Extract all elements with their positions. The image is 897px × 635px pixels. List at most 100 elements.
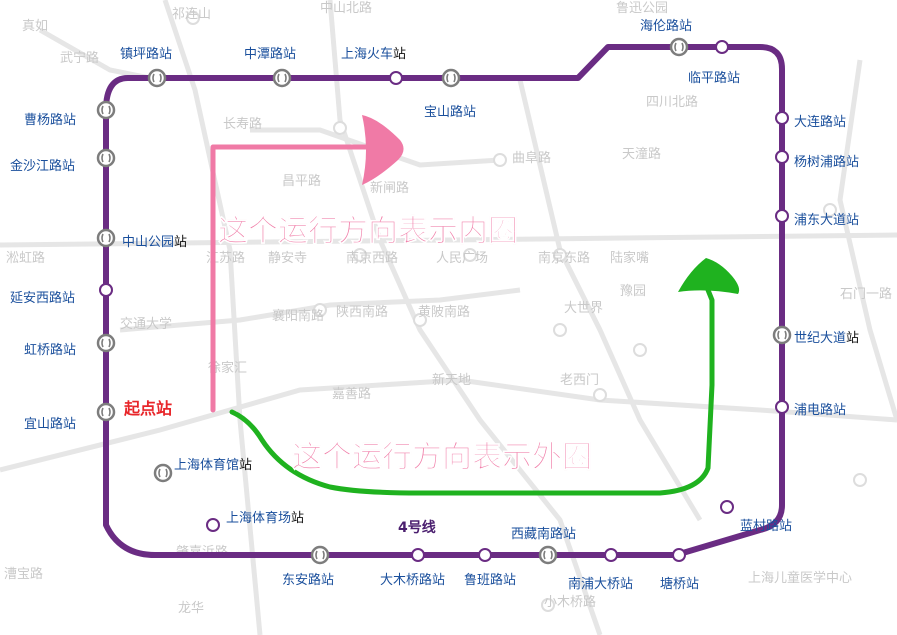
bg-label: 石门一路 [840, 286, 892, 302]
station-marker-pudian[interactable] [775, 400, 789, 414]
station-name-suffix: 站 [239, 458, 252, 473]
station-label-pudian[interactable]: 浦电路站 [794, 402, 846, 418]
station-name-suffix: 站 [846, 331, 859, 346]
station-name-part: 世纪大道 [794, 331, 846, 346]
station-marker-shiji-dadao[interactable] [772, 325, 792, 345]
bg-label: 嘉善路 [332, 386, 371, 402]
station-label-hongqiao[interactable]: 虹桥路站 [24, 342, 76, 358]
bg-label: 龙华 [178, 601, 204, 616]
bg-label: 新闸路 [370, 180, 409, 196]
station-marker-nanpu-bridge[interactable] [604, 548, 618, 562]
inner-arrowhead [362, 115, 404, 185]
bg-label: 四川北路 [646, 94, 698, 110]
bg-station [413, 313, 427, 327]
station-label-caoyang[interactable]: 曹杨路站 [24, 112, 76, 128]
station-label-dalian[interactable]: 大连路站 [794, 114, 846, 130]
station-marker-yanan-west[interactable] [99, 283, 113, 297]
station-labels: 镇坪路站 中潭路站 上海火车站 宝山路站 海伦路站 临平路站 大连路站 杨树浦路… [10, 18, 859, 592]
station-label-shiji-dadao[interactable]: 世纪大道站 [794, 331, 859, 346]
bg-line-8 [837, 59, 897, 421]
station-label-stadium[interactable]: 上海体育场站 [226, 510, 304, 526]
station-label-yanan-west[interactable]: 延安西路站 [10, 290, 75, 306]
bg-station [186, 11, 200, 25]
background-stations [186, 11, 867, 612]
station-marker-lancun[interactable] [720, 500, 734, 514]
station-marker-caoyang[interactable] [96, 100, 116, 120]
station-label-pudong-dadao[interactable]: 浦东大道站 [794, 213, 859, 228]
bg-label: 江苏路 [206, 250, 245, 266]
station-label-hailun[interactable]: 海伦路站 [640, 18, 692, 34]
station-marker-yangshupu[interactable] [775, 150, 789, 164]
bg-label: 漕宝路 [4, 566, 43, 582]
station-label-shanghai-railway[interactable]: 上海火车站 [341, 46, 406, 62]
station-marker-hongqiao[interactable] [96, 333, 116, 353]
bg-line-4 [517, 79, 703, 522]
station-label-damuqiao[interactable]: 大木桥路站 [380, 572, 445, 588]
bg-label: 豫园 [620, 284, 646, 299]
station-marker-zhongtan[interactable] [272, 68, 292, 88]
transfer-icon [446, 73, 456, 83]
station-marker-pudong-dadao[interactable] [775, 209, 789, 223]
station-marker-gymnasium[interactable] [153, 463, 173, 483]
bg-label: 曲阜路 [512, 150, 551, 166]
outer-direction-text: 这个运行方向表示外圈 [292, 440, 592, 475]
station-marker-stadium[interactable] [206, 518, 220, 532]
bg-station [553, 323, 567, 337]
station-name-part: 上海火车 [341, 46, 393, 62]
station-label-zhenping[interactable]: 镇坪路站 [120, 46, 172, 62]
station-marker-luban[interactable] [478, 548, 492, 562]
transfer-icon [277, 73, 287, 83]
station-label-gymnasium[interactable]: 上海体育馆站 [174, 457, 252, 473]
bg-label: 陆家嘴 [610, 250, 649, 266]
transfer-icon [674, 42, 684, 52]
station-label-dongan[interactable]: 东安路站 [282, 572, 334, 588]
transfer-icon [543, 550, 553, 560]
station-marker-dongan[interactable] [310, 545, 330, 565]
station-label-zhongshan-park[interactable]: 中山公园站 [122, 235, 187, 250]
bg-label: 交通大学 [120, 316, 172, 332]
station-label-xizang-south[interactable]: 西藏南路站 [511, 526, 576, 542]
line-name-label: 4号线 [398, 519, 436, 536]
station-label-yangshupu[interactable]: 杨树浦路站 [794, 154, 859, 170]
station-label-zhongtan[interactable]: 中潭路站 [244, 46, 296, 62]
bg-station [853, 473, 867, 487]
outer-arrow-shaft [229, 287, 715, 496]
station-marker-dalian[interactable] [775, 111, 789, 125]
station-marker-xizang-south[interactable] [538, 545, 558, 565]
bg-label: 天潼路 [622, 146, 661, 162]
bg-label: 淞虹路 [6, 250, 45, 266]
transfer-icon [101, 233, 111, 243]
bg-station [313, 303, 327, 317]
transfer-icon [152, 73, 162, 83]
station-label-tangqiao[interactable]: 塘桥站 [660, 576, 699, 592]
transfer-icon [101, 338, 111, 348]
station-label-lancun[interactable]: 蓝村路站 [740, 518, 792, 534]
station-name-suffix: 站 [291, 511, 304, 526]
station-label-yishan[interactable]: 宜山路站 [24, 416, 76, 432]
station-label-baoshan[interactable]: 宝山路站 [424, 104, 476, 120]
station-label-nanpu-bridge[interactable]: 南浦大桥站 [568, 576, 633, 592]
station-marker-hailun[interactable] [669, 37, 689, 57]
station-markers [96, 37, 792, 565]
station-marker-tangqiao[interactable] [672, 548, 686, 562]
station-label-linping[interactable]: 临平路站 [688, 70, 740, 86]
transfer-icon [158, 468, 168, 478]
bg-station [541, 598, 555, 612]
station-marker-damuqiao[interactable] [411, 548, 425, 562]
bg-line-7 [119, 287, 521, 333]
station-marker-linping[interactable] [715, 40, 729, 54]
station-label-luban[interactable]: 鲁班路站 [464, 572, 516, 588]
bg-label: 小木桥路 [544, 594, 596, 610]
station-name-part: 中山公园 [122, 235, 174, 250]
station-marker-baoshan[interactable] [441, 68, 461, 88]
station-marker-zhongshan-park[interactable] [96, 228, 116, 248]
bg-label: 大世界 [564, 301, 603, 316]
bg-label: 南京西路 [346, 250, 398, 266]
station-label-jinshajiang[interactable]: 金沙江路站 [10, 158, 75, 174]
transfer-icon [101, 105, 111, 115]
bg-station [493, 153, 507, 167]
station-marker-shanghai-railway[interactable] [389, 71, 403, 85]
station-marker-jinshajiang[interactable] [96, 148, 116, 168]
station-marker-zhenping[interactable] [147, 68, 167, 88]
station-marker-yishan[interactable] [96, 402, 116, 422]
